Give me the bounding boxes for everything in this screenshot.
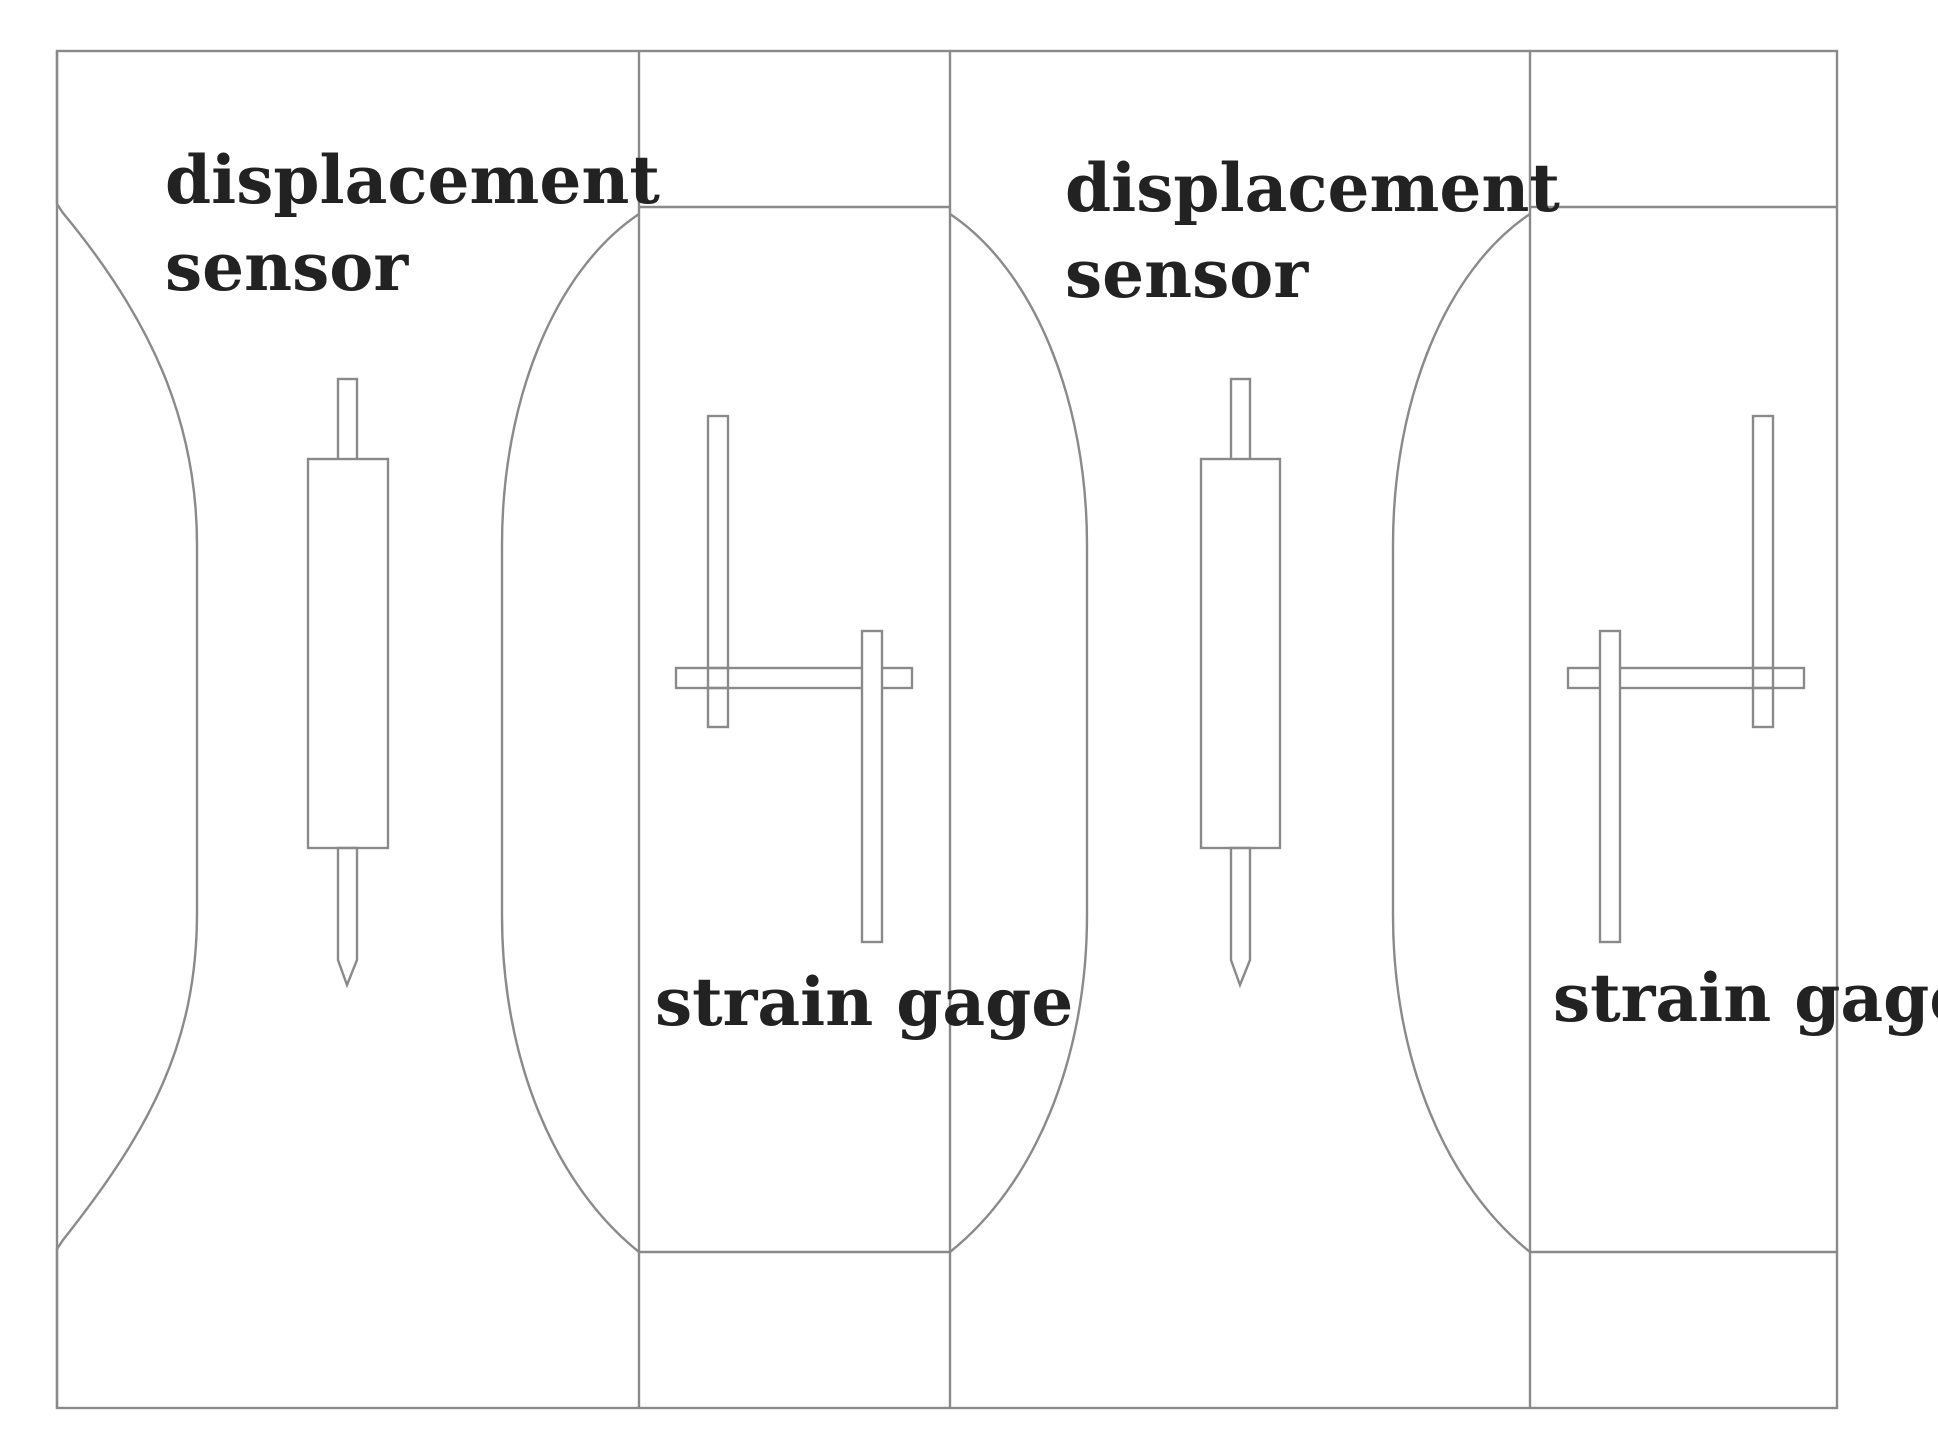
labels: displacement sensor strain gage displace…	[165, 141, 1938, 1041]
strain-gage-1-label: strain gage	[655, 963, 1073, 1041]
specimen-outlines	[55, 51, 1531, 1408]
specimen-1-left-curve	[500, 213, 640, 1253]
displacement-sensor-1-icon	[306, 377, 390, 989]
specimen-1-right-curve	[949, 213, 1089, 1253]
strain-gage-1-icon	[674, 414, 914, 944]
displacement-sensor-2-label-line1: displacement	[1065, 149, 1560, 227]
outer-frame	[55, 49, 1839, 1410]
displacement-sensor-2-label-line2: sensor	[1065, 235, 1309, 313]
displacement-sensor-1-label-line1: displacement	[165, 141, 660, 219]
specimen-2-left-curve	[1391, 213, 1531, 1253]
left-notch-curve	[55, 51, 199, 1408]
strain-gage-2-label: strain gage	[1553, 959, 1938, 1037]
displacement-sensor-1-label-line2: sensor	[165, 228, 409, 306]
displacement-sensor-2-icon	[1199, 377, 1282, 989]
strain-gage-2-icon	[1566, 414, 1806, 944]
frame	[55, 49, 1839, 1410]
